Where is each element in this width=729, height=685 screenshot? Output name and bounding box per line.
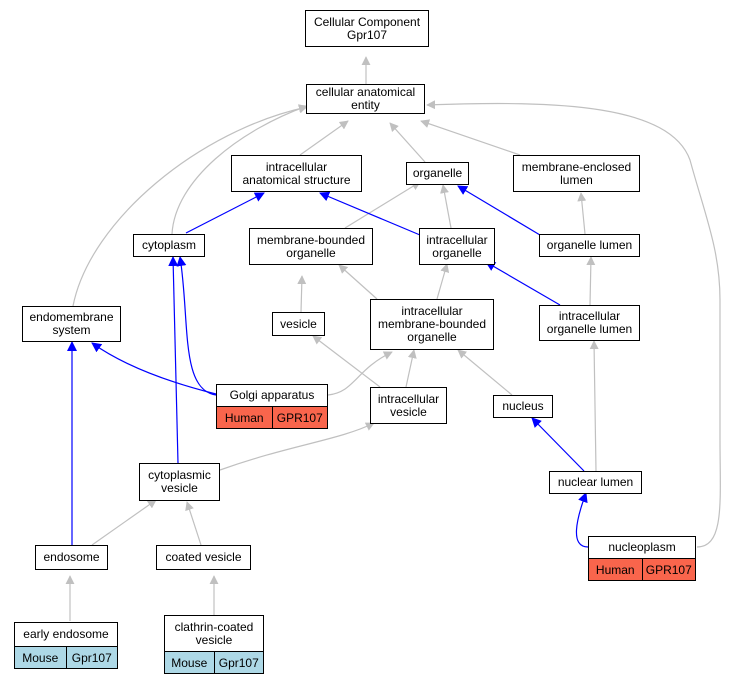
species-label: Human xyxy=(595,562,635,577)
node-endosome[interactable]: endosome xyxy=(35,545,108,570)
node-nuclear-lumen[interactable]: nuclear lumen xyxy=(549,471,642,494)
edge xyxy=(297,275,307,313)
gene-label: Gpr107 xyxy=(213,652,264,673)
edge xyxy=(171,104,308,235)
node-intracellular-organelle-lumen[interactable]: intracellular organelle lumen xyxy=(539,305,640,341)
edge xyxy=(389,122,426,163)
edge xyxy=(91,342,217,395)
node-cytoplasmic-vesicle[interactable]: cytoplasmic vesicle xyxy=(139,463,220,501)
edge xyxy=(577,192,587,235)
annotation-golgi: Human GPR107 xyxy=(216,407,328,429)
node-organelle-lumen[interactable]: organelle lumen xyxy=(539,234,640,257)
species-label: Human xyxy=(224,410,264,425)
node-cellular-anatomical-entity[interactable]: cellular anatomical entity xyxy=(306,84,425,114)
node-clathrin-coated-vesicle[interactable]: clathrin-coated vesicle xyxy=(164,615,264,652)
node-membrane-bounded-organelle[interactable]: membrane-bounded organelle xyxy=(249,228,373,265)
edge xyxy=(531,417,585,472)
edge xyxy=(457,185,541,236)
edge xyxy=(457,349,513,396)
edge xyxy=(344,181,421,229)
species-label: Mouse xyxy=(171,655,208,670)
node-early-endosome[interactable]: early endosome xyxy=(14,622,118,647)
annotation-early-endosome: Mouse Gpr107 xyxy=(14,647,118,669)
node-coated-vesicle[interactable]: coated vesicle xyxy=(156,545,251,570)
node-intracellular-organelle[interactable]: intracellular organelle xyxy=(419,228,495,265)
edge xyxy=(436,263,450,300)
gene-label: GPR107 xyxy=(271,407,328,428)
gene-label: GPR107 xyxy=(641,559,696,580)
edge xyxy=(176,256,217,396)
edge xyxy=(185,192,265,234)
node-golgi-apparatus[interactable]: Golgi apparatus xyxy=(216,384,328,407)
edge xyxy=(586,256,596,306)
species-label: Mouse xyxy=(22,650,59,665)
edge xyxy=(327,351,393,396)
edge xyxy=(72,104,308,307)
edge xyxy=(420,119,521,156)
edge xyxy=(575,492,589,548)
node-intracellular-membrane-bounded-organelle[interactable]: intracellular membrane-bounded organelle xyxy=(370,299,494,350)
annotation-clathrin-coated-vesicle: Mouse Gpr107 xyxy=(164,652,264,674)
edge xyxy=(405,349,417,388)
edge xyxy=(299,120,349,156)
edge xyxy=(338,264,378,300)
edge xyxy=(319,191,421,236)
edge xyxy=(589,340,599,472)
node-nucleoplasm[interactable]: nucleoplasm xyxy=(588,536,696,559)
edge xyxy=(185,501,202,546)
edge xyxy=(312,335,381,388)
gene-label: Gpr107 xyxy=(65,647,118,668)
node-intracellular-vesicle[interactable]: intracellular vesicle xyxy=(370,387,447,424)
node-vesicle[interactable]: vesicle xyxy=(272,312,325,336)
node-intracellular-anatomical-structure[interactable]: intracellular anatomical structure xyxy=(231,155,362,192)
node-nucleus[interactable]: nucleus xyxy=(493,395,553,418)
edge xyxy=(440,184,452,229)
node-cytoplasm[interactable]: cytoplasm xyxy=(133,234,205,257)
edge xyxy=(91,499,157,546)
edge xyxy=(168,256,179,464)
edge xyxy=(426,100,721,548)
edge xyxy=(219,422,375,471)
edge xyxy=(485,261,561,306)
node-organelle[interactable]: organelle xyxy=(406,162,469,185)
node-membrane-enclosed-lumen[interactable]: membrane-enclosed lumen xyxy=(513,155,640,192)
annotation-nucleoplasm: Human GPR107 xyxy=(588,559,696,581)
node-cellular-component[interactable]: Cellular Component Gpr107 xyxy=(305,10,429,47)
node-endomembrane-system[interactable]: endomembrane system xyxy=(22,306,121,342)
